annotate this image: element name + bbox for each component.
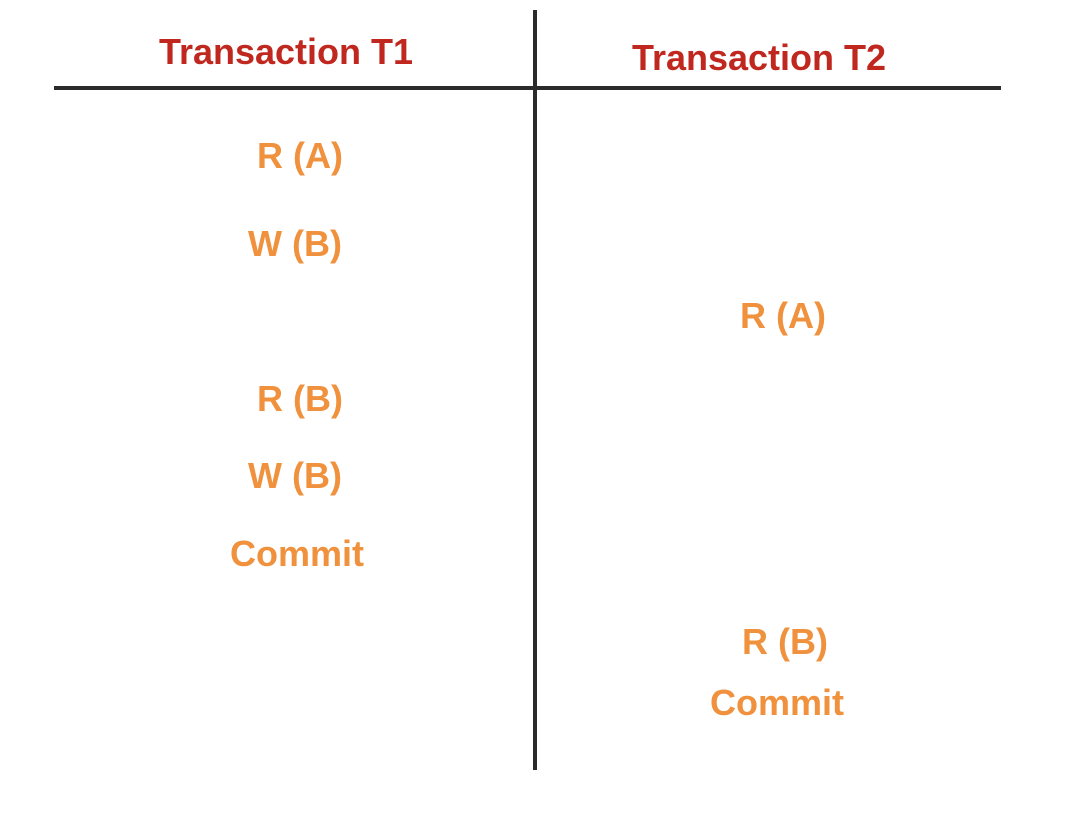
operation-t1-read-a: R (A) — [257, 135, 343, 176]
operation-t1-commit: Commit — [230, 533, 364, 574]
operation-t2-read-b: R (B) — [742, 621, 828, 662]
operation-t1-read-b: R (B) — [257, 378, 343, 419]
operation-t2-commit: Commit — [710, 682, 844, 723]
column-divider-line — [533, 10, 537, 770]
operation-t1-write-b-2: W (B) — [248, 455, 342, 496]
column-header-t2: Transaction T2 — [631, 37, 887, 78]
column-header-t1: Transaction T1 — [158, 31, 414, 72]
header-underline — [54, 86, 1001, 90]
operation-t1-write-b-1: W (B) — [248, 223, 342, 264]
operation-t2-read-a: R (A) — [740, 295, 826, 336]
